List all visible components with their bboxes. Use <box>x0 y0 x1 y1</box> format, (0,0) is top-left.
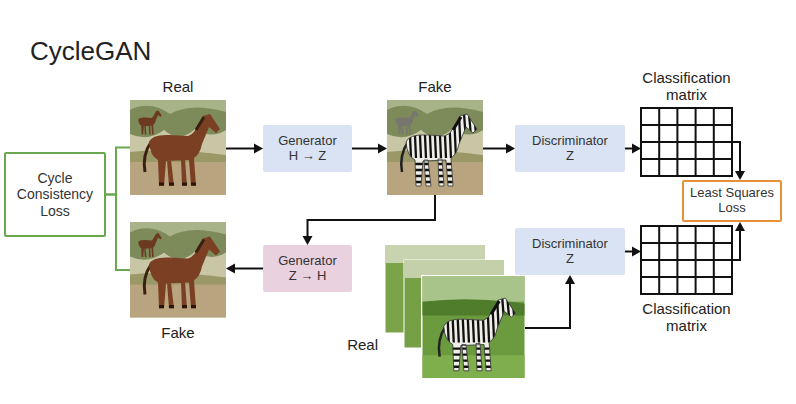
connector <box>625 144 641 154</box>
image-node: Fake <box>387 100 483 195</box>
box-label: Discriminator Z <box>530 134 610 164</box>
generator-box: Generator Z → H <box>263 245 352 292</box>
node-heading: Classification matrix <box>631 300 742 335</box>
connector <box>226 264 263 274</box>
box-label: Discriminator Z <box>530 237 610 267</box>
connector <box>732 222 745 260</box>
matrix-node: Classification matrix <box>641 226 732 294</box>
box-label: Least Squares Loss <box>688 186 776 216</box>
image-node: Fake <box>130 222 226 318</box>
connector-line <box>106 195 130 271</box>
connector-line <box>483 148 507 150</box>
connector-line <box>625 251 633 253</box>
connector-line <box>625 148 633 150</box>
node-heading: Fake <box>377 78 493 95</box>
arrowhead <box>735 171 745 180</box>
diagram-title: CycleGAN <box>30 36 151 67</box>
node-heading: Classification matrix <box>631 69 742 104</box>
connector-line <box>732 142 740 172</box>
box-label: Generator H → Z <box>275 134 341 164</box>
box-label: Cycle Consistency Loss <box>15 170 95 218</box>
arrowhead <box>632 144 641 154</box>
connector-line <box>106 148 130 195</box>
arrowhead <box>254 144 263 154</box>
connector <box>732 142 745 180</box>
loss-box: Cycle Consistency Loss <box>4 152 106 237</box>
arrowhead <box>226 264 235 274</box>
arrowhead <box>506 144 515 154</box>
classification-grid <box>641 226 732 294</box>
connector <box>226 144 263 154</box>
connector-line <box>525 283 570 328</box>
arrowhead <box>378 144 387 154</box>
connector-line <box>226 148 255 150</box>
connector <box>303 195 436 245</box>
node-heading: Real <box>120 78 236 95</box>
arrowhead <box>632 247 641 257</box>
connector <box>525 275 575 328</box>
connector <box>106 195 130 271</box>
image-node: Real <box>130 100 226 195</box>
horse-photo <box>130 223 226 318</box>
connector-line <box>352 148 379 150</box>
horse-photo <box>130 100 226 195</box>
matrix-node: Classification matrix <box>641 108 732 176</box>
connector <box>352 144 387 154</box>
loss-box: Least Squares Loss <box>682 180 782 222</box>
zebra-photo <box>387 100 483 195</box>
zebra-photo-stack <box>385 245 526 379</box>
generator-box: Generator H → Z <box>263 125 352 172</box>
connector-line <box>308 195 436 237</box>
classification-grid <box>641 108 732 176</box>
connector <box>625 247 641 257</box>
arrowhead <box>735 222 745 231</box>
arrowhead <box>303 236 313 245</box>
node-heading: Real <box>347 336 378 353</box>
connector <box>106 148 130 195</box>
connector-line <box>234 268 263 270</box>
connector <box>483 144 515 154</box>
discriminator-box: Discriminator Z <box>515 125 625 172</box>
box-label: Generator Z → H <box>275 254 341 284</box>
arrowhead <box>565 275 575 284</box>
connector-line <box>732 230 740 260</box>
discriminator-box: Discriminator Z <box>515 228 625 275</box>
image-stack-node: Real <box>385 245 525 378</box>
node-heading: Fake <box>120 324 236 341</box>
